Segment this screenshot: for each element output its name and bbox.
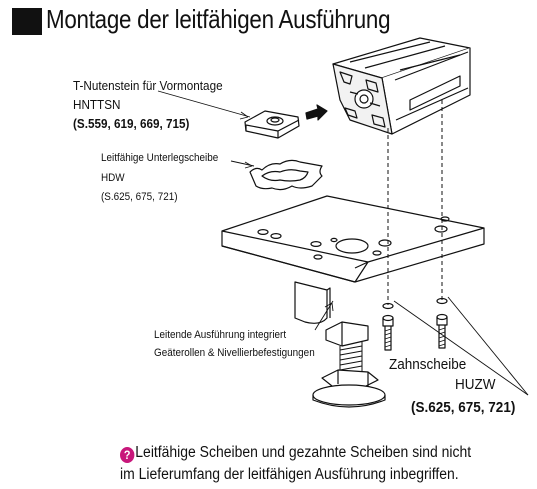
conductive-washer (249, 159, 323, 191)
page-title: Montage der leitfähigen Ausführung (46, 4, 391, 34)
nutenstein-name: T-Nutenstein für Vormontage (73, 78, 223, 93)
screws (382, 297, 448, 351)
zahnscheibe-pages: (S.625, 675, 721) (411, 399, 516, 416)
note: ?Leitfähige Scheiben und gezahnte Scheib… (120, 442, 471, 486)
t-nut (244, 110, 300, 139)
arrow-icon (305, 104, 328, 121)
scheibe-code: HDW (101, 172, 125, 184)
ausfuehrung-line1: Leitende Ausführung integriert (154, 329, 287, 341)
zahnscheibe-code: HUZW (455, 376, 496, 393)
title-block-icon (12, 8, 42, 35)
nutenstein-pages: (S.559, 619, 669, 715) (73, 116, 190, 131)
nutenstein-code: HNTTSN (73, 97, 121, 112)
scheibe-pages: (S.625, 675, 721) (101, 191, 178, 203)
note-line1: Leitfähige Scheiben und gezahnte Scheibe… (135, 444, 472, 461)
base-plate (221, 195, 485, 283)
scheibe-name: Leitfähige Unterlegscheibe (101, 152, 219, 164)
zahnscheibe-name: Zahnscheibe (389, 356, 467, 373)
ausfuehrung-line2: Geäterollen & Nivellierbefestigungen (154, 347, 315, 359)
aluminum-profile (332, 37, 471, 135)
guide-lines (387, 100, 443, 305)
lightbulb-icon: ? (120, 447, 135, 463)
note-line2: im Lieferumfang der leitfähigen Ausführu… (120, 466, 459, 483)
caster-leveler (294, 281, 386, 408)
leader-lines (157, 90, 529, 396)
